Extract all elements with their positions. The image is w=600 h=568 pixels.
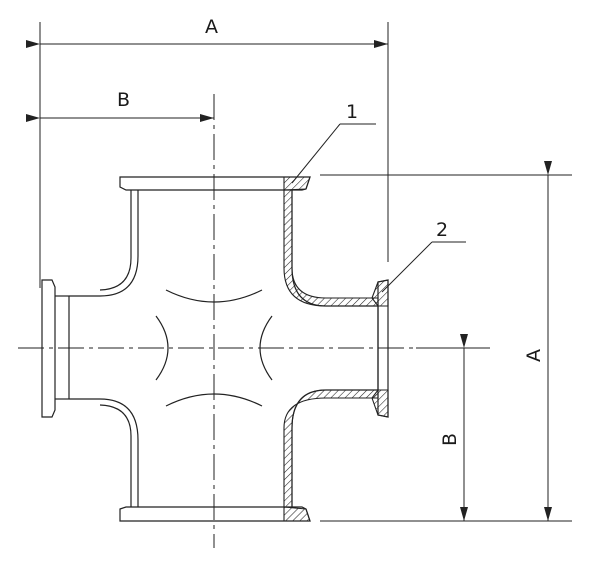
hatched-flange-right-bottom	[371, 389, 389, 418]
hatched-flange-bottom	[283, 506, 311, 522]
fitting-body	[41, 176, 389, 522]
dim-label-top-a: A	[205, 16, 218, 38]
callout-label-2: 2	[436, 219, 448, 241]
callout-leaders	[291, 123, 466, 293]
hatched-flange-right-top	[371, 279, 389, 307]
callout-label-1: 1	[346, 101, 358, 123]
center-lines	[18, 94, 490, 548]
dim-label-right-a: A	[523, 349, 545, 362]
hatched-wall-lower	[283, 389, 379, 508]
dimension-lines	[26, 40, 552, 521]
hatched-flange-top	[283, 176, 311, 191]
dim-label-top-b: B	[117, 89, 130, 111]
hatched-wall-upper	[283, 189, 379, 307]
dim-label-right-b: B	[439, 433, 461, 446]
